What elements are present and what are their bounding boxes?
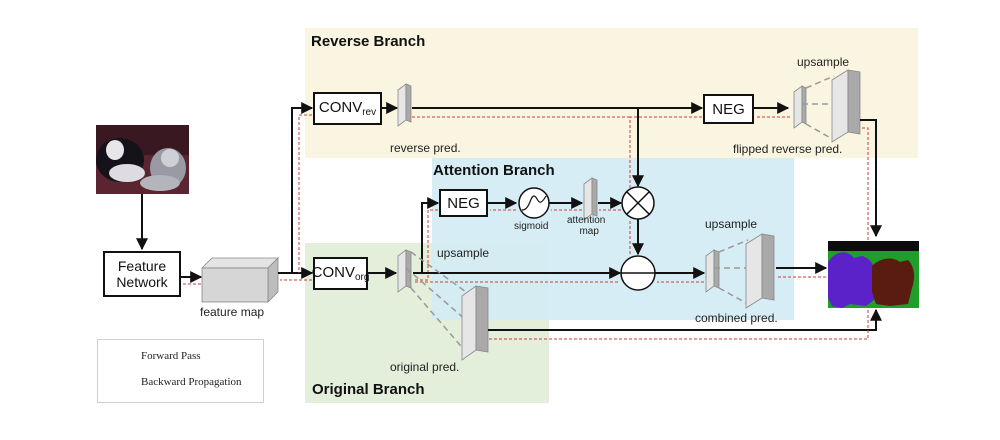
sum-node	[620, 255, 656, 291]
arrow-original-to-output	[488, 308, 882, 331]
neg-top-box: NEG	[703, 94, 754, 124]
backprop-output-to-flipped	[860, 127, 869, 240]
reverse-pred-slab	[397, 83, 412, 127]
conv-org-box: CONVorg	[311, 257, 370, 290]
upsample-mid-label: upsample	[437, 246, 490, 260]
arrow-flipped-to-output	[860, 119, 882, 238]
feature-network-line1: Feature	[117, 257, 167, 274]
arrow-featuremap-to-convrev	[291, 102, 314, 273]
feature-map-block	[201, 257, 279, 303]
neg-top-label: NEG	[712, 100, 745, 118]
sigmoid-node	[518, 187, 550, 219]
feature-map-label: feature map	[200, 305, 265, 319]
attention-branch-title: Attention Branch	[433, 162, 555, 179]
combined-pred-label: combined pred.	[695, 311, 778, 325]
upsample-top-label: upsample	[797, 55, 850, 69]
flipped-reverse-pred-label: flipped reverse pred.	[733, 142, 843, 156]
feature-network-line2: Network	[116, 274, 168, 290]
original-upsample	[405, 251, 489, 361]
neg-attention-label: NEG	[447, 194, 480, 212]
feature-network-box: Feature Network	[103, 251, 181, 297]
reverse-pred-label: reverse pred.	[390, 141, 461, 155]
attention-map-line2: map	[579, 226, 599, 237]
combined-upsample	[705, 233, 775, 309]
multiply-node	[621, 186, 655, 220]
original-pred-label: original pred.	[390, 360, 460, 374]
attention-map-slab	[583, 177, 598, 221]
segmentation-output	[828, 241, 919, 308]
flipped-reverse-upsample	[793, 69, 861, 143]
legend-forward-text: Forward Pass	[141, 350, 201, 362]
input-image	[96, 125, 189, 194]
original-branch-title: Original Branch	[312, 381, 425, 398]
upsample-combined-label: upsample	[705, 217, 758, 231]
legend	[97, 339, 264, 403]
backprop-neg-attention-to-orgslab	[413, 209, 438, 281]
attention-map-label: attention map	[567, 216, 605, 237]
conv-rev-main: CONV	[318, 98, 363, 116]
attention-branch-region	[432, 158, 794, 320]
sigmoid-label: sigmoid	[514, 221, 549, 232]
conv-org-main: CONV	[311, 263, 355, 281]
backprop-convrev-to-featuremap	[298, 114, 312, 273]
backprop-output-to-original	[488, 310, 869, 340]
reverse-branch-title: Reverse Branch	[311, 33, 426, 50]
conv-rev-sub: rev	[362, 106, 377, 118]
conv-org-sub: org	[354, 271, 370, 283]
legend-backward-text: Backward Propagation	[141, 376, 242, 388]
neg-attention-box: NEG	[439, 189, 488, 217]
conv-rev-box: CONVrev	[313, 92, 382, 125]
attention-map-line1: attention	[567, 215, 606, 226]
